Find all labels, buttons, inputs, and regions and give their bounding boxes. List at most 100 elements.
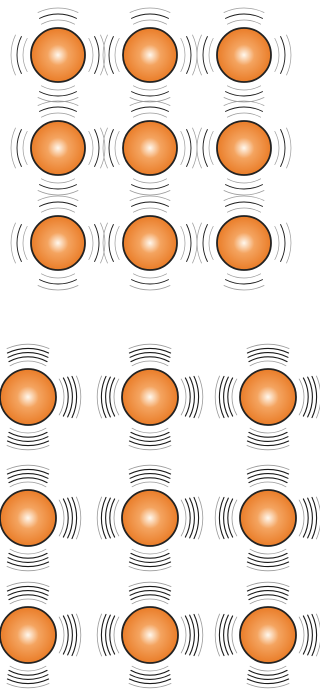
- vibration-arc: [115, 226, 119, 259]
- vibration-arcs-icon: [181, 497, 203, 539]
- vibration-arc: [95, 37, 99, 74]
- vibration-arcs-icon: [224, 8, 264, 24]
- vibration-arc: [133, 20, 166, 24]
- vibration-arc: [132, 185, 169, 189]
- vibration-arcs-icon: [38, 196, 78, 212]
- vibration-arc: [38, 196, 78, 200]
- vibration-arc: [23, 131, 27, 164]
- vibration-arc: [132, 599, 168, 604]
- lattice-particle: [97, 465, 203, 571]
- vibration-arc: [10, 428, 46, 433]
- vibration-arcs-icon: [224, 179, 264, 195]
- vibration-arcs-icon: [7, 428, 49, 450]
- particle-sphere-icon: [0, 607, 56, 663]
- vibration-arcs-icon: [224, 274, 264, 290]
- vibration-arcs-icon: [197, 128, 213, 168]
- lattice-particle: [0, 465, 81, 571]
- vibration-arcs-icon: [247, 428, 289, 450]
- lattice-particle: [215, 344, 320, 450]
- vibration-arc: [133, 86, 166, 90]
- vibration-arcs-icon: [129, 549, 171, 571]
- vibration-arcs-icon: [181, 35, 197, 75]
- vibration-arc: [132, 428, 168, 433]
- vibration-arc: [89, 226, 93, 259]
- particle-sphere-icon: [123, 121, 177, 175]
- vibration-arcs-icon: [7, 549, 49, 571]
- vibration-arc: [40, 185, 77, 189]
- vibration-arc: [281, 37, 285, 74]
- vibration-arc: [299, 379, 304, 415]
- vibration-arc: [23, 226, 27, 259]
- vibration-arcs-icon: [129, 465, 171, 487]
- vibration-arc: [197, 128, 201, 168]
- particle-sphere-icon: [0, 369, 56, 425]
- lattice-particle: [103, 8, 197, 102]
- vibration-arcs-icon: [275, 223, 291, 263]
- vibration-arc: [187, 37, 191, 74]
- particle-sphere-icon: [217, 121, 271, 175]
- vibration-arcs-icon: [97, 497, 119, 539]
- lattice-particle: [197, 8, 291, 102]
- lattice-particle: [215, 582, 320, 688]
- particle-sphere-icon: [240, 607, 296, 663]
- vibration-arc: [17, 37, 21, 74]
- vibration-arc: [133, 179, 166, 183]
- vibration-arc: [10, 361, 46, 366]
- vibration-arc: [181, 131, 185, 164]
- lattice-particle: [11, 101, 105, 195]
- vibration-arc: [299, 500, 304, 536]
- vibration-arcs-icon: [130, 196, 170, 212]
- vibration-arc: [40, 280, 77, 284]
- vibration-arcs-icon: [7, 465, 49, 487]
- vibration-arc: [224, 98, 264, 102]
- vibration-arc: [38, 191, 78, 195]
- vibration-arcs-icon: [59, 497, 81, 539]
- particle-sphere-icon: [122, 369, 178, 425]
- vibration-arc: [109, 225, 113, 262]
- vibration-arcs-icon: [130, 179, 170, 195]
- particle-sphere-icon: [217, 28, 271, 82]
- vibration-arc: [41, 208, 74, 212]
- vibration-arc: [232, 500, 237, 536]
- particle-sphere-icon: [31, 216, 85, 270]
- vibration-arc: [11, 35, 15, 75]
- vibration-arcs-icon: [11, 128, 27, 168]
- vibration-arc: [226, 280, 263, 284]
- lattice-particle: [97, 344, 203, 450]
- vibration-arc: [11, 128, 15, 168]
- vibration-arc: [224, 101, 264, 105]
- vibration-arc: [181, 226, 185, 259]
- vibration-arc: [17, 130, 21, 167]
- vibration-arcs-icon: [215, 376, 237, 418]
- vibration-arc: [250, 482, 286, 487]
- vibration-arc: [232, 379, 237, 415]
- vibration-arc: [203, 130, 207, 167]
- vibration-arc: [130, 101, 170, 105]
- vibration-arc: [115, 131, 119, 164]
- vibration-arc: [130, 196, 170, 200]
- vibration-arc: [250, 549, 286, 554]
- vibration-arcs-icon: [7, 582, 49, 604]
- vibration-arcs-icon: [97, 376, 119, 418]
- vibration-arc: [38, 98, 78, 102]
- vibration-arc: [17, 225, 21, 262]
- vibration-arc: [275, 131, 279, 164]
- vibration-arc: [130, 8, 170, 12]
- vibration-arc: [40, 107, 77, 111]
- vibration-arc: [95, 130, 99, 167]
- vibration-arcs-icon: [7, 344, 49, 366]
- vibration-arc: [133, 208, 166, 212]
- vibration-arc: [109, 37, 113, 74]
- vibration-arcs-icon: [247, 465, 289, 487]
- vibration-arc: [59, 500, 64, 536]
- vibration-arc: [38, 101, 78, 105]
- particle-sphere-icon: [122, 607, 178, 663]
- vibration-arc: [299, 617, 304, 653]
- vibration-arcs-icon: [224, 196, 264, 212]
- lattice-particle: [197, 196, 291, 290]
- vibration-arc: [132, 14, 169, 18]
- vibration-arc: [203, 225, 207, 262]
- vibration-arc: [187, 225, 191, 262]
- vibration-arc: [23, 38, 27, 71]
